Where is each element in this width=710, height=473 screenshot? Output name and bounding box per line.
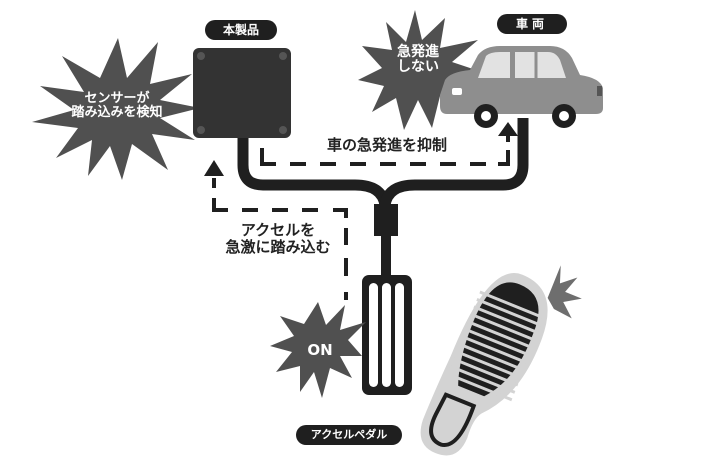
arrow-up-icon bbox=[204, 160, 224, 176]
accelerator-pedal-icon bbox=[362, 275, 412, 395]
no-sudden-start-burst-icon bbox=[358, 10, 482, 130]
press-flow-arrow-icon bbox=[212, 178, 348, 300]
suppress-flow-arrow-icon bbox=[260, 136, 510, 166]
sensor-burst-icon bbox=[32, 38, 200, 180]
sensor-detect-line-2: 踏み込みを検知 bbox=[71, 105, 163, 121]
vehicle-label: 車両 bbox=[497, 14, 567, 34]
no-sudden-start-line-2: しない bbox=[397, 59, 439, 76]
accelerator-pedal-label: アクセルペダル bbox=[296, 425, 402, 445]
cable-icon bbox=[237, 118, 529, 207]
on-text: ON bbox=[307, 341, 333, 359]
connector-icon bbox=[374, 204, 398, 236]
press-hard-line-1: アクセルを bbox=[240, 221, 316, 239]
on-burst-icon bbox=[270, 302, 366, 398]
product-box-icon bbox=[193, 48, 291, 138]
sensor-detect-text: センサーが 踏み込みを検知 bbox=[62, 91, 172, 121]
product-label: 本製品 bbox=[205, 20, 277, 40]
suppress-text: 車の急発進を抑制 bbox=[326, 136, 447, 154]
no-sudden-start-text: 急発進 しない bbox=[386, 44, 450, 76]
arrow-up-icon bbox=[498, 122, 518, 136]
car-icon bbox=[440, 46, 603, 128]
shoe-sole-icon bbox=[420, 265, 582, 456]
press-hard-text: アクセルを 急激に踏み込む bbox=[216, 222, 340, 255]
sensor-detect-line-1: センサーが bbox=[84, 91, 150, 106]
no-sudden-start-line-1: 急発進 bbox=[397, 44, 439, 60]
press-hard-line-2: 急激に踏み込む bbox=[225, 237, 331, 256]
